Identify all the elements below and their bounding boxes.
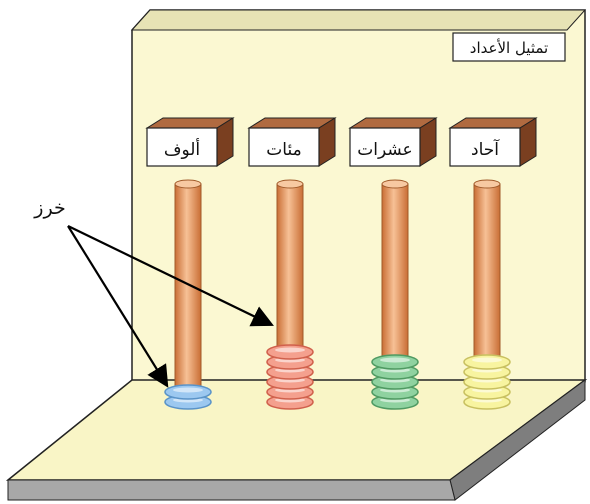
label-tens: عشرات — [348, 117, 438, 167]
label-thousands-text: ألوف — [164, 138, 200, 160]
beads-hundreds — [266, 344, 314, 410]
label-ones: آحاد — [448, 117, 538, 167]
label-hundreds-text: مئات — [266, 140, 301, 160]
diagram-title: تمثيل الأعداد — [470, 38, 548, 57]
arrow-to-thousands — [67, 225, 169, 388]
base-platform — [5, 379, 588, 501]
label-ones-text: آحاد — [471, 138, 500, 160]
beads-label: خرز — [33, 197, 65, 219]
bead — [164, 384, 212, 400]
label-hundreds: مئات — [247, 117, 337, 167]
arrow-to-hundreds — [67, 225, 274, 327]
bead — [463, 354, 511, 370]
bead — [371, 354, 419, 370]
beads-ones — [463, 354, 511, 410]
title-box: تمثيل الأعداد — [452, 32, 566, 62]
bead — [266, 344, 314, 360]
beads-thousands — [164, 384, 212, 410]
label-thousands: ألوف — [145, 117, 235, 167]
beads-tens — [371, 354, 419, 410]
label-tens-text: عشرات — [357, 140, 412, 160]
back-board — [130, 9, 587, 393]
rod-thousands — [174, 179, 202, 399]
beads-callout: خرز — [33, 197, 274, 388]
